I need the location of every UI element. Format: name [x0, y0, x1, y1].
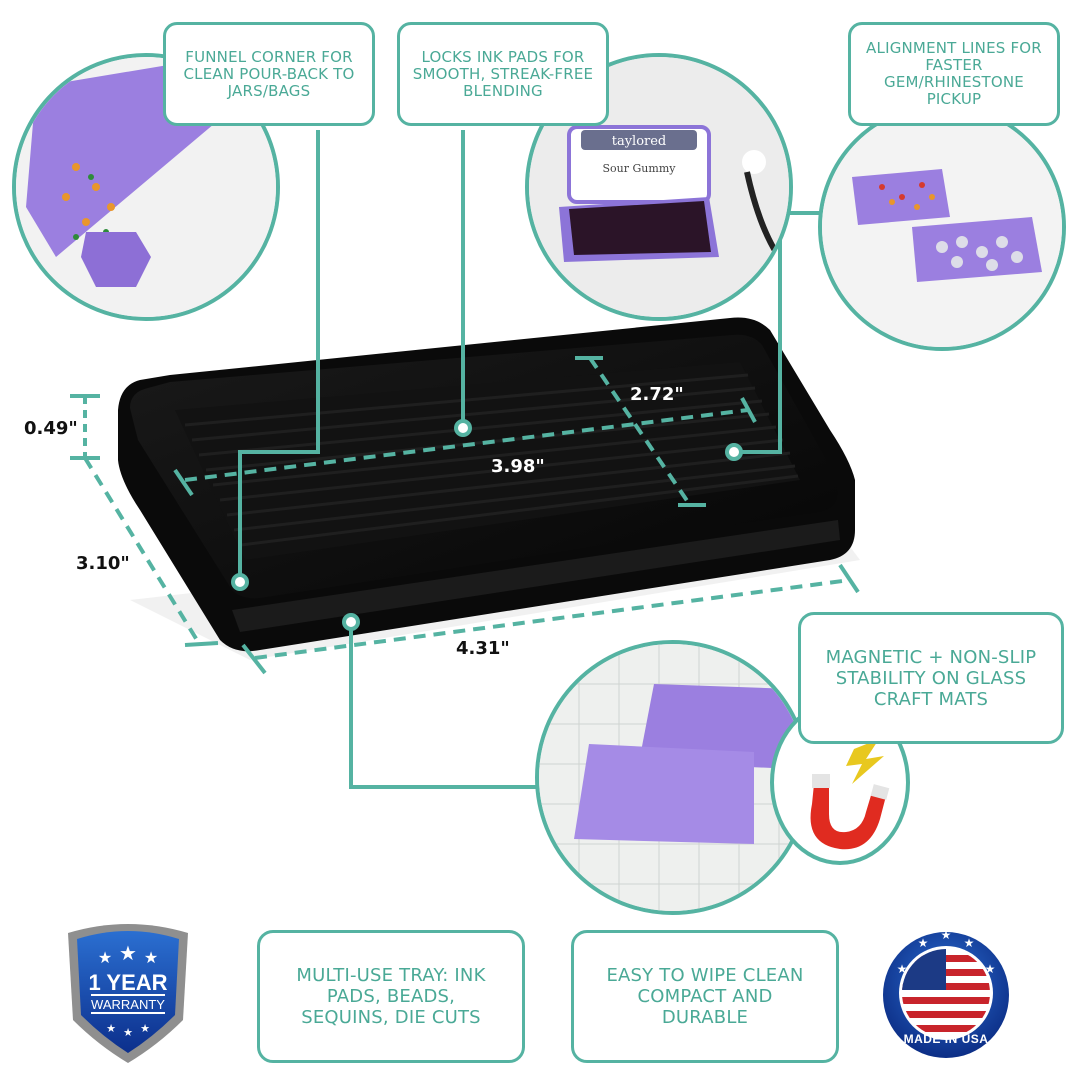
- svg-text:★: ★: [98, 950, 112, 967]
- callout-ink-pads: LOCKS INK PADS FOR SMOOTH, STREAK-FREE B…: [397, 22, 609, 126]
- depth-dimension-label: 3.10": [76, 553, 130, 574]
- svg-text:★: ★: [964, 936, 975, 950]
- svg-text:★: ★: [119, 943, 137, 965]
- callout-easy-clean: EASY TO WIPE CLEAN COMPACT AND DURABLE: [571, 930, 839, 1063]
- shield-icon: ★ ★ ★ ★ ★ ★: [68, 924, 188, 1063]
- made-in-usa-badge: ★ ★ ★ ★ ★ MADE IN USA: [878, 925, 1014, 1065]
- inner-length-dimension-label: 3.98": [491, 456, 545, 477]
- ink-pad-color: Sour Gummy: [603, 162, 677, 175]
- craft-mat-photo-circle: [535, 640, 810, 915]
- inner-width-dimension-label: 2.72": [630, 384, 684, 405]
- length-dimension-label: 4.31": [456, 638, 510, 659]
- warranty-years: 1 YEAR: [88, 970, 168, 995]
- gem-trays-photo-circle: [818, 103, 1066, 351]
- svg-text:★: ★: [985, 962, 996, 976]
- callout-magnetic: MAGNETIC + NON-SLIP STABILITY ON GLASS C…: [798, 612, 1064, 744]
- warranty-badge: ★ ★ ★ ★ ★ ★ 1 YEAR WARRANTY: [63, 915, 193, 1063]
- callout-multi-use: MULTI-USE TRAY: INK PADS, BEADS, SEQUINS…: [257, 930, 525, 1063]
- callout-funnel-corner: FUNNEL CORNER FOR CLEAN POUR-BACK TO JAR…: [163, 22, 375, 126]
- svg-text:★: ★: [106, 1023, 116, 1035]
- svg-text:★: ★: [897, 962, 908, 976]
- usa-flag-icon: ★ ★ ★ ★ ★: [880, 928, 1012, 1061]
- craft-mat-image: [539, 644, 806, 911]
- svg-text:★: ★: [140, 1023, 150, 1035]
- svg-text:★: ★: [918, 936, 929, 950]
- svg-text:★: ★: [123, 1027, 133, 1039]
- svg-text:★: ★: [941, 928, 952, 942]
- svg-text:★: ★: [144, 950, 158, 967]
- magnet-icon: [810, 739, 890, 850]
- height-dimension-label: 0.49": [24, 418, 78, 439]
- callout-alignment-lines: ALIGNMENT LINES FOR FASTER GEM/RHINESTON…: [848, 22, 1060, 126]
- warranty-label: WARRANTY: [91, 997, 165, 1012]
- made-in-usa-text: MADE IN USA: [903, 1032, 989, 1046]
- ink-pad-brand: taylored: [612, 134, 667, 149]
- gem-trays-image: [822, 107, 1062, 347]
